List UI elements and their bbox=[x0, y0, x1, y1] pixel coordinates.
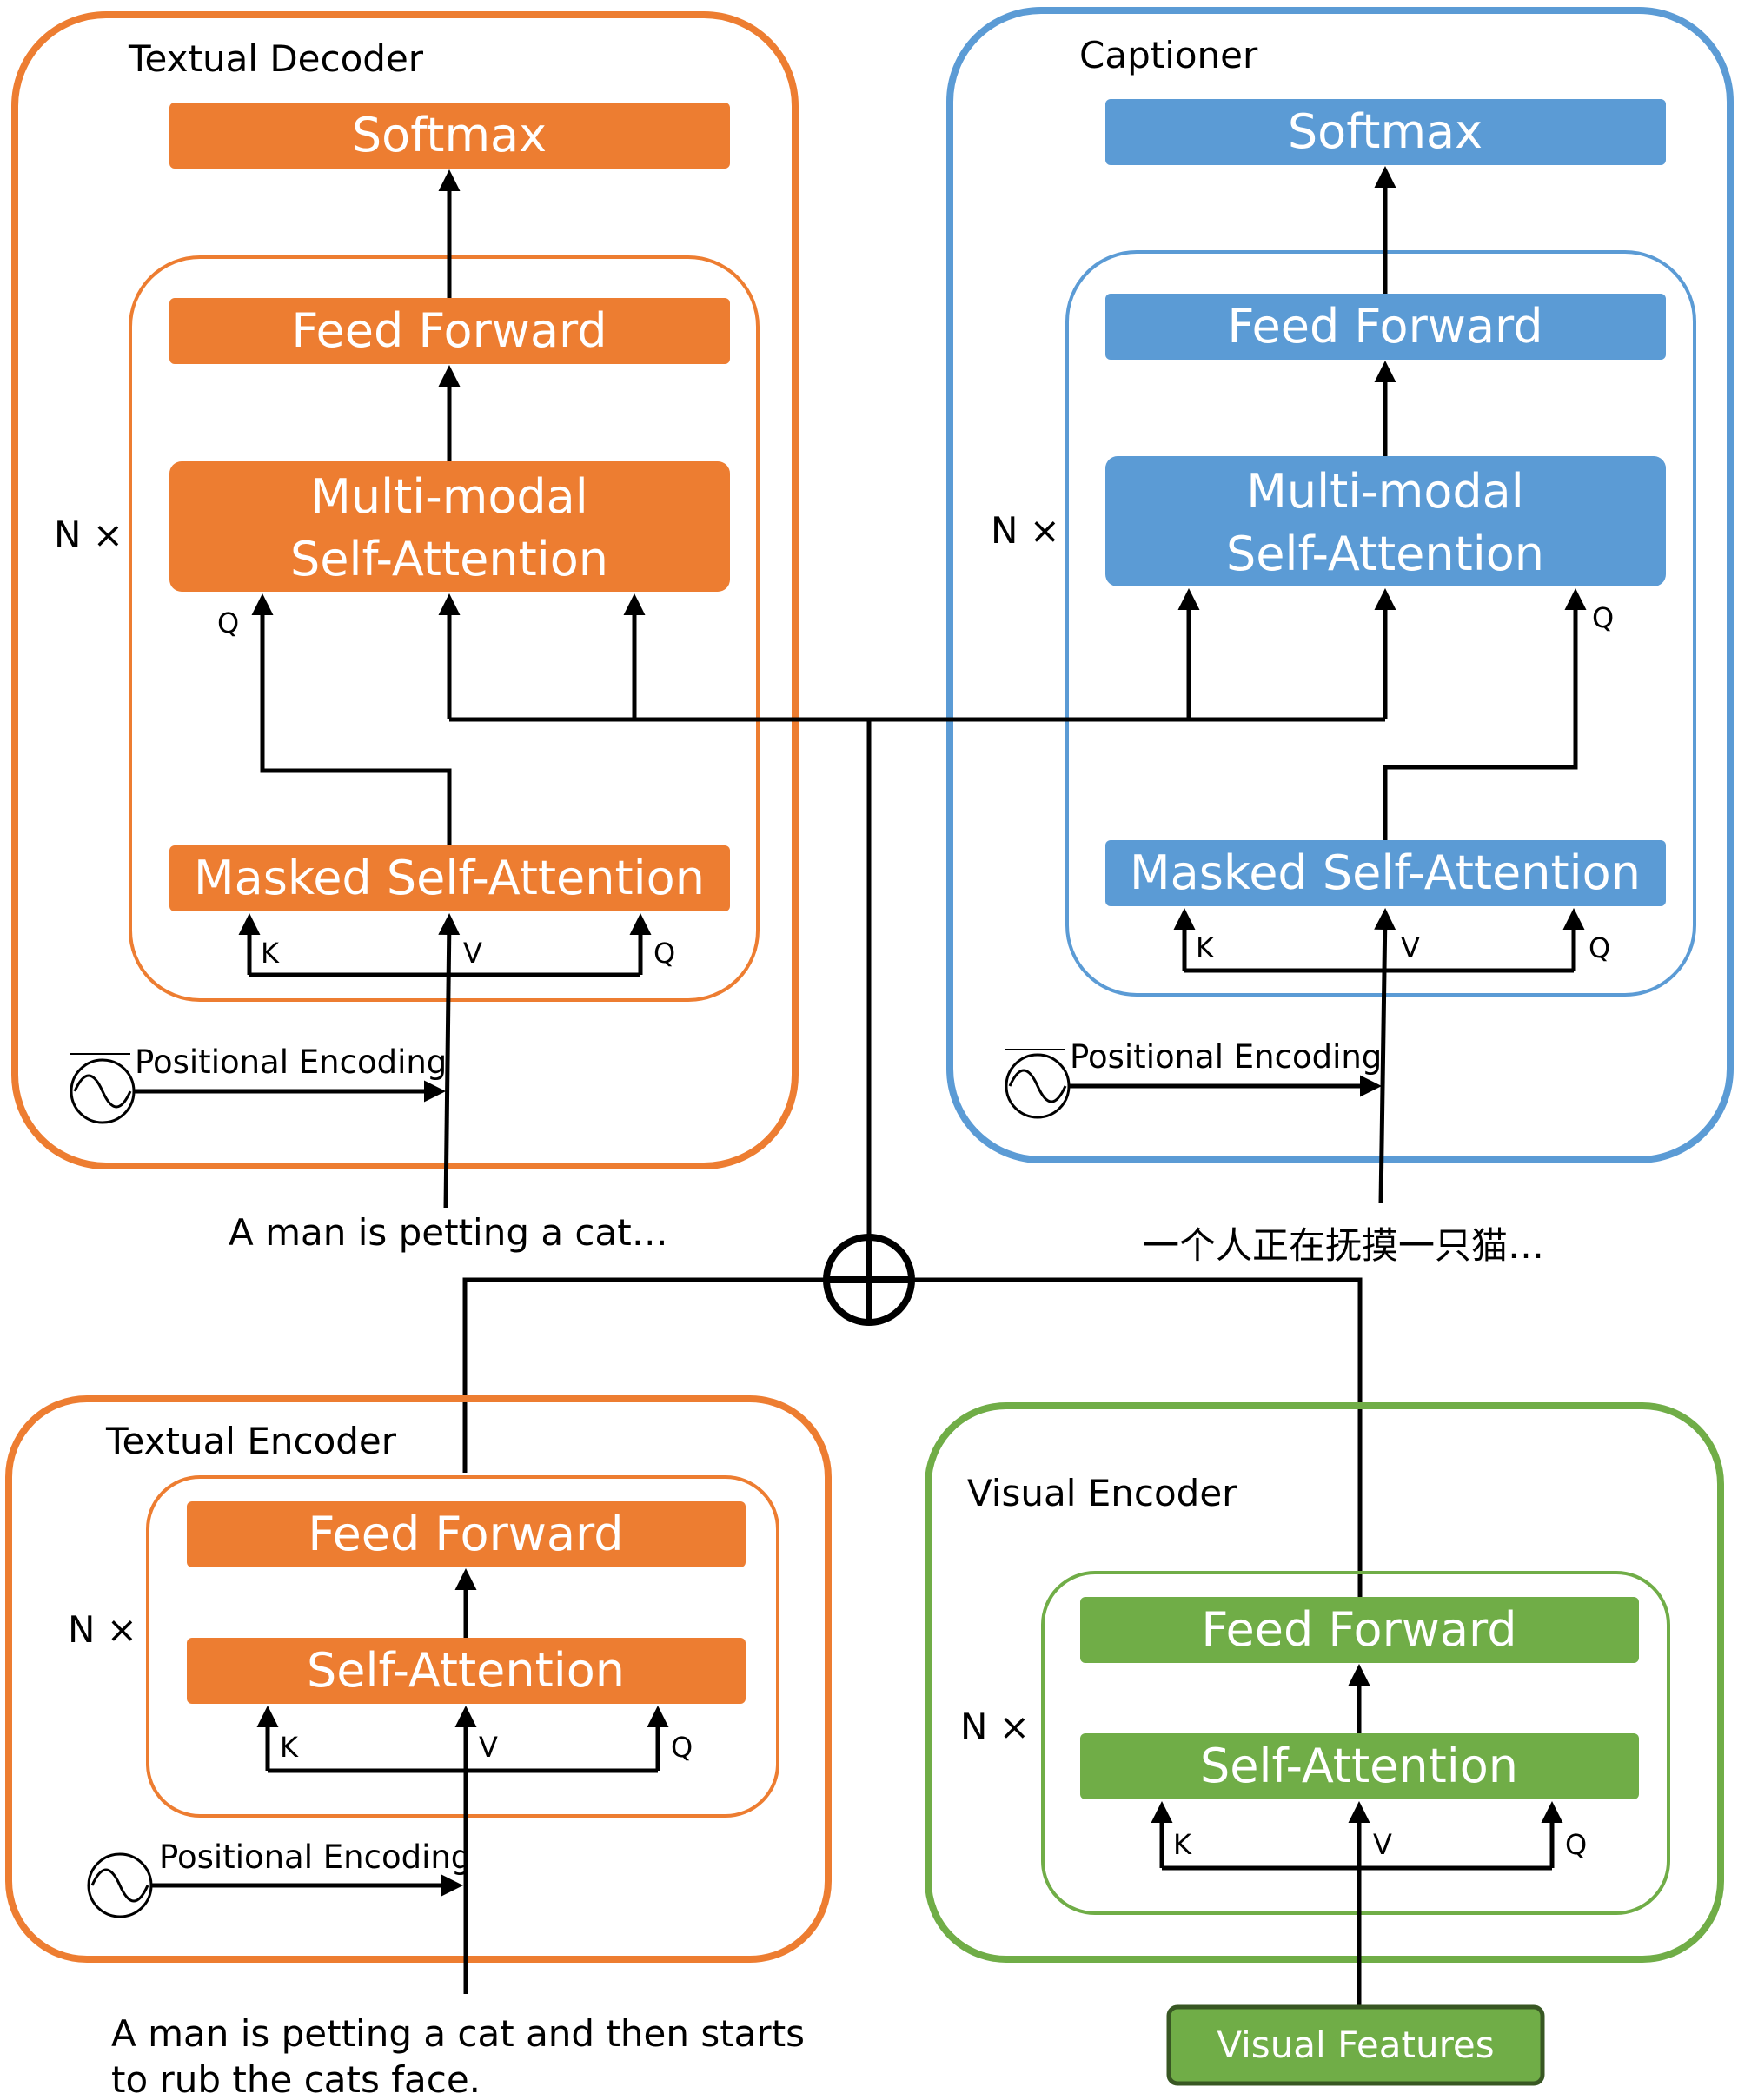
textual-decoder-q-label: Q bbox=[217, 606, 239, 639]
captioner-pe-label: Positional Encoding bbox=[1070, 1038, 1382, 1076]
textual-encoder-self-attention-label: Self-Attention bbox=[307, 1643, 625, 1698]
visual-encoder-q-label: Q bbox=[1565, 1828, 1587, 1861]
visual-encoder-feed-forward-label: Feed Forward bbox=[1201, 1602, 1516, 1657]
visual-encoder-frame bbox=[925, 1402, 1724, 1963]
textual-decoder-positional-encoding: Positional Encoding bbox=[70, 1043, 447, 1124]
captioner-softmax-block bbox=[1105, 99, 1666, 165]
visual-encoder-k-label: K bbox=[1173, 1828, 1192, 1861]
visual-encoder-v-label: V bbox=[1373, 1828, 1392, 1861]
visual-encoder-self-attention-block bbox=[1080, 1733, 1639, 1799]
visual-encoder-to-fusion-line bbox=[914, 1277, 1363, 1603]
textual-decoder-softmax-block bbox=[169, 103, 730, 169]
fusion-node bbox=[462, 1234, 1363, 1603]
textual-encoder-frame bbox=[5, 1395, 832, 1963]
textual-decoder-q2-label: Q bbox=[653, 937, 675, 970]
textual-decoder-masked-attention-block bbox=[169, 845, 730, 911]
textual-decoder-q-arrow bbox=[251, 593, 452, 845]
textual-decoder-k-label: K bbox=[261, 937, 280, 970]
captioner-title: Captioner bbox=[1079, 34, 1258, 76]
textual-encoder-k-label: K bbox=[280, 1731, 299, 1764]
visual-features-block bbox=[1166, 2004, 1545, 2086]
visual-features-label: Visual Features bbox=[1217, 2024, 1494, 2066]
captioner-q-label: Q bbox=[1592, 601, 1614, 634]
sine-wave-curve bbox=[90, 1868, 149, 1903]
visual-encoder-layer-stack bbox=[1041, 1571, 1670, 1915]
textual-decoder-multimodal-attention-block bbox=[169, 461, 730, 592]
captioner-mm-attention-line1: Multi-modal bbox=[1246, 464, 1524, 519]
captioner-frame bbox=[946, 7, 1734, 1163]
textual-decoder-layer-stack bbox=[129, 255, 760, 1002]
captioner-masked-attention-block bbox=[1105, 840, 1666, 906]
visual-encoder-self-attention-label: Self-Attention bbox=[1200, 1739, 1518, 1793]
textual-decoder-softmax-label: Softmax bbox=[352, 108, 547, 162]
textual-encoder-input-line1: A man is petting a cat and then starts bbox=[111, 2012, 805, 2055]
textual-decoder-input-arrow bbox=[438, 913, 461, 1209]
textual-decoder-title: Textual Decoder bbox=[128, 37, 424, 80]
captioner-v-label: V bbox=[1401, 931, 1420, 964]
textual-encoder-q-label: Q bbox=[671, 1731, 693, 1764]
textual-encoder-layer-stack bbox=[146, 1475, 779, 1818]
sine-wave-curve bbox=[1008, 1069, 1067, 1103]
textual-encoder-title: Textual Encoder bbox=[105, 1420, 397, 1462]
captioner-feed-forward-label: Feed Forward bbox=[1227, 299, 1542, 354]
captioner-k-label: K bbox=[1196, 931, 1215, 964]
textual-encoder-panel: Textual Encoder Feed Forward Self-Attent… bbox=[5, 1395, 832, 2100]
textual-decoder-input-text: A man is petting a cat… bbox=[229, 1211, 668, 1254]
textual-decoder-repeat-label: N × bbox=[54, 513, 123, 556]
textual-decoder-v-label: V bbox=[463, 937, 482, 970]
captioner-multimodal-attention-block bbox=[1105, 456, 1666, 586]
textual-decoder-frame bbox=[11, 11, 799, 1169]
captioner-input-arrow bbox=[1374, 908, 1396, 1204]
captioner-panel: Captioner Softmax Feed Forward Multi-mod… bbox=[946, 7, 1734, 1267]
sine-wave-curve bbox=[73, 1074, 132, 1109]
captioner-repeat-label: N × bbox=[991, 509, 1060, 552]
textual-decoder-masked-attention-label: Masked Self-Attention bbox=[194, 851, 705, 905]
textual-encoder-self-attention-block bbox=[187, 1638, 746, 1704]
textual-decoder-mm-attention-line2: Self-Attention bbox=[290, 532, 608, 586]
textual-encoder-repeat-label: N × bbox=[68, 1608, 137, 1651]
textual-encoder-feed-forward-block bbox=[187, 1501, 746, 1567]
textual-decoder-panel: Textual Decoder Softmax Feed Forward Mul… bbox=[11, 11, 799, 1254]
visual-encoder-title: Visual Encoder bbox=[967, 1472, 1237, 1514]
textual-encoder-positional-encoding: Positional Encoding bbox=[87, 1838, 471, 1918]
textual-encoder-to-fusion-line bbox=[462, 1277, 824, 1473]
captioner-mm-attention-line2: Self-Attention bbox=[1226, 527, 1544, 581]
visual-encoder-repeat-label: N × bbox=[960, 1706, 1030, 1748]
captioner-q2-label: Q bbox=[1589, 931, 1610, 964]
captioner-input-text: 一个人正在抚摸一只猫… bbox=[1143, 1224, 1544, 1267]
textual-encoder-input-line2: to rub the cats face. bbox=[111, 2058, 481, 2100]
visual-encoder-feed-forward-block bbox=[1080, 1597, 1639, 1663]
captioner-layer-stack bbox=[1065, 250, 1696, 997]
captioner-softmax-label: Softmax bbox=[1288, 104, 1483, 159]
textual-encoder-feed-forward-label: Feed Forward bbox=[308, 1507, 623, 1561]
captioner-feed-forward-block bbox=[1105, 294, 1666, 360]
textual-encoder-v-label: V bbox=[479, 1731, 498, 1764]
textual-decoder-feed-forward-label: Feed Forward bbox=[291, 303, 607, 358]
visual-encoder-panel: Visual Encoder Feed Forward Self-Attenti… bbox=[925, 1402, 1724, 2086]
captioner-q-arrow bbox=[1383, 588, 1587, 840]
textual-encoder-pe-label: Positional Encoding bbox=[159, 1838, 471, 1876]
captioner-masked-attention-label: Masked Self-Attention bbox=[1130, 845, 1641, 900]
textual-decoder-feed-forward-block bbox=[169, 298, 730, 364]
textual-decoder-pe-label: Positional Encoding bbox=[135, 1043, 447, 1081]
captioner-positional-encoding: Positional Encoding bbox=[1005, 1038, 1382, 1119]
textual-decoder-mm-attention-line1: Multi-modal bbox=[310, 469, 588, 524]
